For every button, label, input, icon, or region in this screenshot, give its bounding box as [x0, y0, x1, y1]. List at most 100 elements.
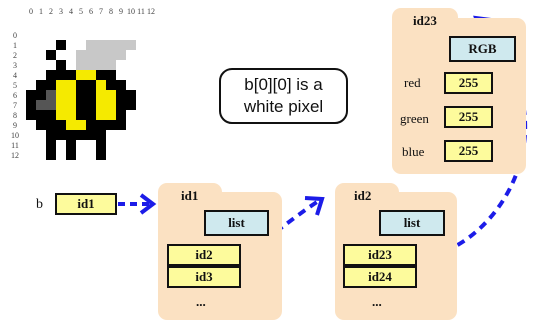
- rgb-field-value-blue: 255: [444, 140, 493, 162]
- bee-pixel: [86, 120, 96, 130]
- bee-pixel: [46, 130, 56, 140]
- col-label: 0: [29, 7, 33, 16]
- rgb-field-value-red: 255: [444, 72, 493, 94]
- folder-id2-item-1: id24: [343, 266, 417, 288]
- bee-pixel: [56, 40, 66, 50]
- bee-pixel: [86, 50, 96, 60]
- bee-pixel: [96, 150, 106, 160]
- col-label: 12: [147, 7, 155, 16]
- bee-pixel: [56, 80, 66, 90]
- bee-pixel: [76, 50, 86, 60]
- bee-pixel: [96, 40, 106, 50]
- bee-pixel: [86, 130, 96, 140]
- callout-line2: white pixel: [243, 97, 324, 116]
- bee-pixel: [46, 80, 56, 90]
- bee-pixel: [96, 130, 106, 140]
- bee-pixel: [66, 150, 76, 160]
- col-label: 7: [99, 7, 103, 16]
- bee-pixel: [36, 100, 46, 110]
- bee-pixel: [56, 100, 66, 110]
- bee-pixel: [36, 110, 46, 120]
- bee-pixel: [96, 70, 106, 80]
- callout-line1: b[0][0] is a: [244, 75, 323, 94]
- bee-pixel: [106, 90, 116, 100]
- bee-pixel: [36, 90, 46, 100]
- bee-pixel: [126, 40, 136, 50]
- folder-id2-more: ...: [372, 294, 382, 309]
- arrow-id1-to-list-head: [139, 193, 157, 215]
- col-label: 2: [49, 7, 53, 16]
- bee-pixel: [116, 50, 126, 60]
- bee-pixel: [76, 90, 86, 100]
- bee-pixel: [66, 130, 76, 140]
- bee-pixel: [76, 60, 86, 70]
- folder-id2-item-0: id23: [343, 244, 417, 266]
- bee-pixel: [106, 120, 116, 130]
- rgb-field-name-red: red: [404, 75, 421, 90]
- bee-pixel: [66, 80, 76, 90]
- bee-pixel: [96, 50, 106, 60]
- bee-pixel: [46, 90, 56, 100]
- callout-box: b[0][0] is a white pixel: [219, 68, 348, 124]
- row-label: 12: [11, 151, 19, 160]
- folder-id23-label: id23: [413, 13, 437, 28]
- bee-pixel: [86, 40, 96, 50]
- variable-name: b: [36, 197, 43, 212]
- bee-pixel: [36, 120, 46, 130]
- bee-pixel: [76, 80, 86, 90]
- col-label: 4: [69, 7, 73, 16]
- row-label: 6: [13, 91, 17, 100]
- bee-pixel: [66, 70, 76, 80]
- bee-pixel: [106, 80, 116, 90]
- bee-pixel: [46, 140, 56, 150]
- folder-id1-item-1: id3: [167, 266, 241, 288]
- bee-pixel: [26, 90, 36, 100]
- bee-pixel: [96, 90, 106, 100]
- folder-id1-label: id1: [181, 188, 199, 203]
- bee-pixel: [116, 100, 126, 110]
- col-label: 11: [137, 7, 145, 16]
- rgb-field-name-blue: blue: [402, 144, 425, 159]
- bee-pixel: [56, 110, 66, 120]
- bee-pixel: [126, 90, 136, 100]
- row-label: 8: [13, 111, 17, 120]
- bee-pixel: [86, 100, 96, 110]
- bee-pixel: [46, 100, 56, 110]
- bee-pixel: [46, 110, 56, 120]
- row-label: 3: [13, 61, 17, 70]
- row-label: 7: [13, 101, 17, 110]
- bee-pixel: [76, 130, 86, 140]
- bee-pixel: [56, 130, 66, 140]
- bee-pixel: [56, 60, 66, 70]
- bee-pixel: [116, 120, 126, 130]
- folder-id1-item-0: id2: [167, 244, 241, 266]
- bee-pixel: [96, 110, 106, 120]
- bee-pixel: [66, 120, 76, 130]
- row-label: 11: [11, 141, 19, 150]
- bee-pixel: [66, 90, 76, 100]
- row-label: 9: [13, 121, 17, 130]
- bee-pixel: [106, 60, 116, 70]
- bee-pixel: [116, 90, 126, 100]
- bee-pixel: [86, 70, 96, 80]
- row-label: 1: [13, 41, 17, 50]
- rgb-field-value-green: 255: [444, 106, 493, 128]
- folder-id2-label: id2: [354, 188, 372, 203]
- bee-pixel: [116, 40, 126, 50]
- bee-pixel: [106, 40, 116, 50]
- bee-pixel: [46, 70, 56, 80]
- folder-id1-type: list: [204, 210, 269, 236]
- bee-pixel: [66, 110, 76, 120]
- variable-value-box: id1: [55, 193, 117, 215]
- row-label: 5: [13, 81, 17, 90]
- folder-id1-more: ...: [196, 294, 206, 309]
- arrow-id2-to-list-head: [304, 196, 325, 216]
- bee-pixel: [76, 120, 86, 130]
- col-label: 3: [59, 7, 63, 16]
- bee-pixel: [106, 110, 116, 120]
- bee-pixel: [26, 110, 36, 120]
- row-label: 4: [13, 71, 17, 80]
- bee-pixel: [96, 140, 106, 150]
- bee-pixel: [66, 100, 76, 110]
- col-label: 1: [39, 7, 43, 16]
